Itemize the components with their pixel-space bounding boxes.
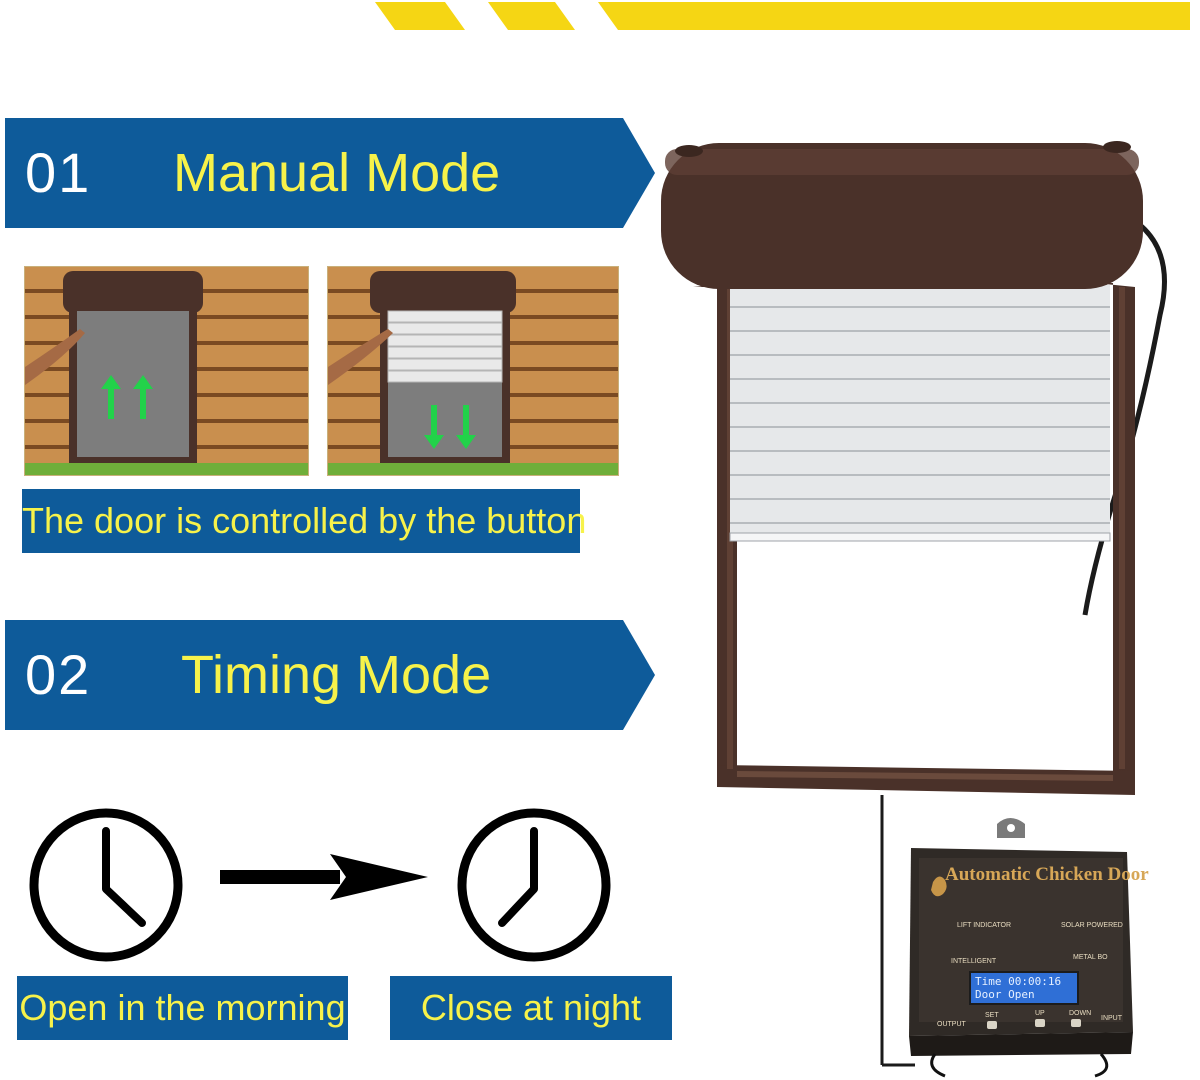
- down-button-label: DOWN: [1069, 1010, 1092, 1017]
- lift-indicator-label: LIFT INDICATOR: [957, 922, 1012, 929]
- controller-box: Automatic Chicken Door LIFT INDICATOR SO…: [905, 818, 1149, 1080]
- clock-icon: [457, 808, 611, 962]
- lcd-display: Time 00:00:16 Door Open: [969, 971, 1079, 1005]
- lcd-time: Time 00:00:16: [975, 975, 1062, 988]
- close-night-caption: Close at night: [390, 976, 672, 1040]
- door-closing-illustration: [327, 266, 619, 476]
- section-number: 02: [25, 643, 92, 706]
- arrow-right-icon: [220, 854, 428, 900]
- section-number: 01: [25, 141, 92, 204]
- decorative-stripes: [375, 2, 1190, 30]
- solar-powered-label: SOLAR POWERED: [1061, 922, 1123, 929]
- open-morning-caption: Open in the morning: [17, 976, 348, 1040]
- lcd-status: Door Open: [975, 988, 1035, 1001]
- manual-mode-banner: 01 Manual Mode: [5, 118, 655, 228]
- intelligent-label: INTELLIGENT: [951, 958, 997, 965]
- manual-mode-caption: The door is controlled by the button: [22, 489, 586, 553]
- roller-door-product: [661, 141, 1167, 1067]
- input-port-label: INPUT: [1101, 1015, 1122, 1022]
- timing-mode-banner: 02 Timing Mode: [5, 620, 655, 730]
- up-button-label: UP: [1035, 1010, 1045, 1017]
- green-double-arrow-down-icon: [424, 405, 476, 449]
- up-button[interactable]: [1035, 1019, 1045, 1027]
- door-opening-illustration: [24, 266, 309, 476]
- set-button[interactable]: [987, 1021, 997, 1029]
- down-button[interactable]: [1071, 1019, 1081, 1027]
- metal-body-label: METAL BO: [1073, 954, 1108, 961]
- section-title: Manual Mode: [173, 143, 501, 203]
- output-port-label: OUTPUT: [937, 1021, 966, 1028]
- clock-icon: [29, 808, 183, 962]
- green-double-arrow-up-icon: [101, 375, 153, 419]
- set-button-label: SET: [985, 1012, 999, 1019]
- section-title: Timing Mode: [181, 645, 492, 705]
- controller-brand: Automatic Chicken Door: [945, 864, 1149, 885]
